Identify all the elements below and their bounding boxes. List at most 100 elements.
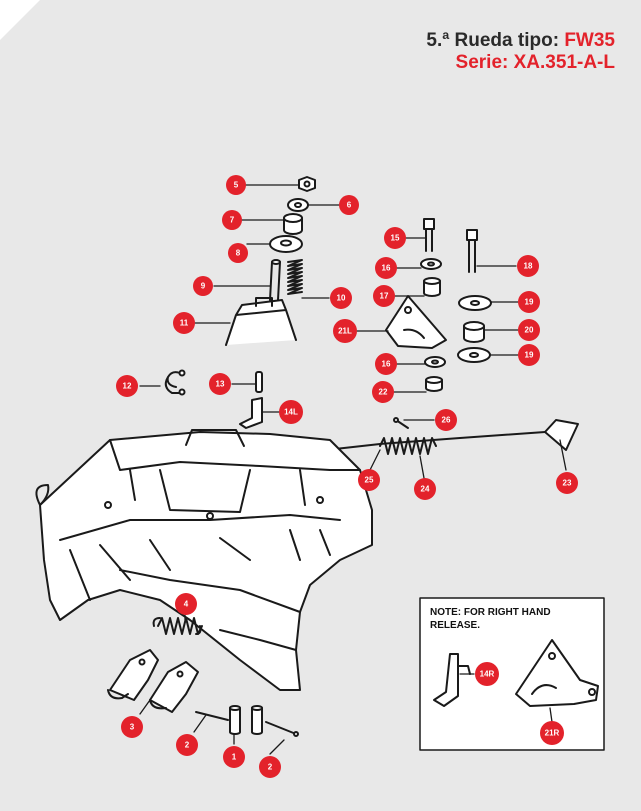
callout-1	[223, 746, 245, 768]
callout-14L-label: 14L	[284, 408, 298, 417]
part-2-pin-left	[195, 711, 229, 721]
callout-14R	[475, 662, 499, 686]
callout-24-label: 24	[421, 485, 430, 494]
part-8-washer	[269, 235, 303, 253]
callout-18-label: 18	[524, 262, 533, 271]
note-line-1: NOTE: FOR RIGHT HAND	[430, 607, 551, 618]
callout-4	[175, 593, 197, 615]
callout-14L	[279, 400, 303, 424]
part-21R-cam-plate	[515, 639, 599, 707]
part-19-washer-a	[458, 295, 492, 311]
callout-7-label: 7	[230, 216, 235, 225]
callout-5	[226, 175, 246, 195]
callout-21L-label: 21L	[338, 327, 352, 336]
callout-12-label: 12	[123, 382, 132, 391]
title-series: Serie: XA.351-A-L	[455, 52, 615, 73]
part-7-bushing	[283, 213, 303, 235]
note-line-2: RELEASE.	[430, 620, 480, 631]
callout-26-label: 26	[442, 416, 451, 425]
callout-8-label: 8	[236, 249, 241, 258]
part-19-washer-b	[457, 347, 491, 363]
part-15-bolt	[423, 218, 435, 252]
callouts: 5 6 7 8 9 10 11 15 16 17 18 19 20 19 21L…	[116, 175, 578, 778]
callout-10	[330, 287, 352, 309]
callout-5-label: 5	[234, 181, 239, 190]
callout-19a	[518, 291, 540, 313]
callout-11	[173, 312, 195, 334]
callout-20	[518, 319, 540, 341]
callout-16a	[375, 257, 397, 279]
callout-3-label: 3	[130, 723, 135, 732]
callout-9-label: 9	[201, 282, 206, 291]
callout-6-label: 6	[347, 201, 352, 210]
callout-15-label: 15	[391, 234, 400, 243]
part-3-lock-jaws	[107, 649, 199, 713]
part-5-nut	[298, 176, 316, 192]
leader-lines	[139, 184, 567, 755]
callout-8	[228, 243, 248, 263]
part-16-washer-b	[424, 356, 446, 368]
callout-1-label: 1	[232, 753, 237, 762]
part-14R-bracket	[433, 653, 471, 707]
callout-24	[414, 478, 436, 500]
part-20-spacer	[463, 321, 485, 343]
part-18-bolt	[466, 229, 478, 273]
callout-16a-label: 16	[382, 264, 391, 273]
part-24-spring	[379, 437, 437, 455]
part-12-clip	[164, 369, 186, 396]
callout-23	[556, 472, 578, 494]
callout-19b-label: 19	[525, 351, 534, 360]
callout-11-label: 11	[180, 319, 189, 328]
callout-2a	[176, 734, 198, 756]
callout-25-label: 25	[365, 476, 374, 485]
callout-17	[373, 285, 395, 307]
callout-2a-label: 2	[185, 741, 190, 750]
callout-21R	[540, 721, 564, 745]
callout-21L	[333, 319, 357, 343]
title-prefix: 5.ª Rueda tipo:	[426, 30, 565, 51]
callout-10-label: 10	[337, 294, 346, 303]
corner-fold	[0, 0, 40, 40]
part-9-pin	[269, 259, 281, 301]
part-11-yoke	[225, 297, 297, 346]
callout-14R-label: 14R	[480, 670, 495, 679]
callout-15	[384, 227, 406, 249]
callout-4-label: 4	[184, 600, 189, 609]
part-6-washer	[287, 198, 309, 212]
callout-26	[435, 409, 457, 431]
title-model: FW35	[564, 30, 615, 51]
part-21L-cam-plate	[385, 295, 447, 349]
callout-6	[339, 195, 359, 215]
callout-2b-label: 2	[268, 763, 273, 772]
callout-20-label: 20	[525, 326, 534, 335]
part-14L-bracket	[239, 397, 263, 429]
part-26-cotter-pin	[393, 417, 409, 429]
callout-9	[193, 276, 213, 296]
callout-13	[209, 373, 231, 395]
callout-16b-label: 16	[382, 360, 391, 369]
callout-22	[372, 381, 394, 403]
callout-21R-label: 21R	[545, 729, 560, 738]
callout-22-label: 22	[379, 388, 388, 397]
part-4-spring	[152, 617, 203, 635]
part-1-bushings	[229, 705, 263, 735]
part-16-washer-a	[420, 258, 442, 270]
page-title: 5.ª Rueda tipo: FW35 Serie: XA.351-A-L	[426, 30, 615, 74]
part-17-bushing	[423, 277, 441, 297]
callout-19b	[518, 344, 540, 366]
callout-7	[222, 210, 242, 230]
callout-18	[517, 255, 539, 277]
part-13-pin	[255, 371, 263, 393]
callout-12	[116, 375, 138, 397]
note-box: NOTE: FOR RIGHT HAND RELEASE. 14R 21R	[419, 597, 605, 751]
callout-25	[358, 469, 380, 491]
part-10-spring	[287, 259, 303, 295]
callout-17-label: 17	[380, 292, 389, 301]
callout-19a-label: 19	[525, 298, 534, 307]
part-2-pin-right	[265, 721, 299, 737]
fifth-wheel-plate	[35, 429, 373, 691]
callout-16b	[375, 353, 397, 375]
callout-23-label: 23	[563, 479, 572, 488]
callout-13-label: 13	[216, 380, 225, 389]
